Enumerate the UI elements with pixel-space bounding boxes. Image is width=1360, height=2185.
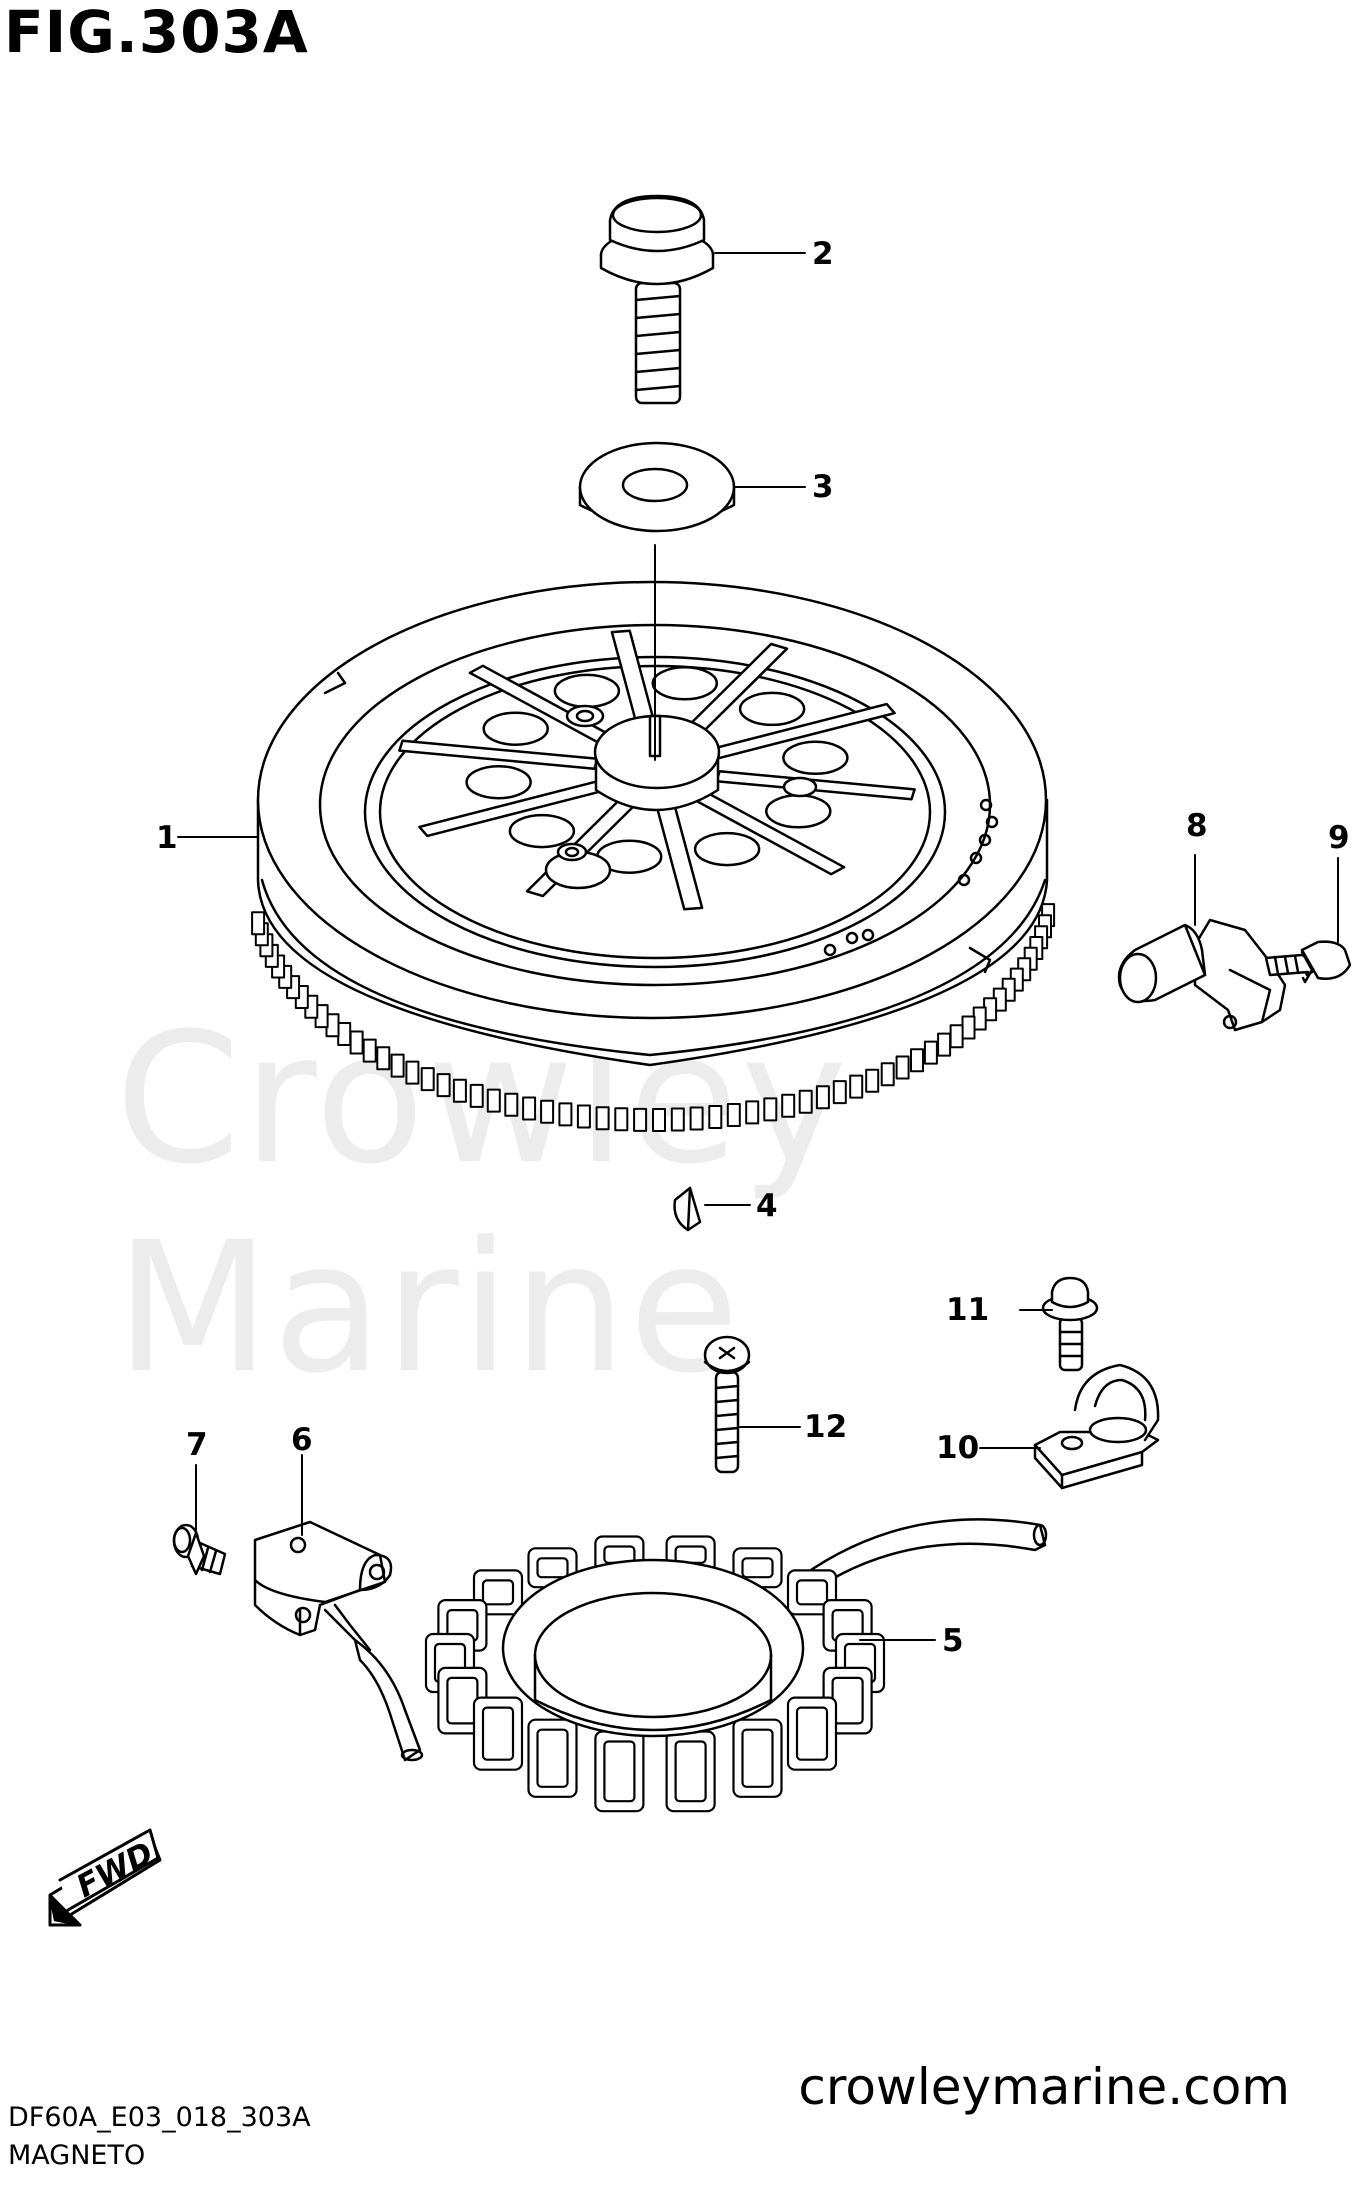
callout-8: 8 — [1186, 808, 1208, 844]
part-sensor[interactable] — [1117, 918, 1287, 1032]
fwd-label: FWD — [71, 1835, 160, 1905]
callout-1: 1 — [156, 820, 178, 856]
part-clamp-bolt[interactable] — [1041, 1276, 1099, 1372]
callout-3: 3 — [812, 469, 834, 505]
callout-7: 7 — [186, 1427, 208, 1463]
callout-6: 6 — [291, 1422, 313, 1458]
part-cable-clamp[interactable] — [1033, 1363, 1160, 1490]
callout-9: 9 — [1328, 820, 1350, 856]
leader-lines — [177, 252, 1339, 1641]
part-washer[interactable] — [578, 441, 736, 533]
website-link[interactable]: crowleymarine.com — [798, 2058, 1290, 2116]
part-key[interactable] — [673, 1186, 702, 1232]
part-flywheel[interactable] — [251, 580, 1056, 1132]
part-pulser-coil[interactable] — [253, 1520, 424, 1762]
part-screw[interactable] — [703, 1335, 751, 1474]
callouts: 2 3 1 4 8 9 11 10 12 6 7 5 — [156, 236, 1350, 1659]
diagram-code: DF60A_E03_018_303A — [8, 2102, 311, 2133]
part-pulser-screw[interactable] — [172, 1523, 227, 1576]
callout-12: 12 — [804, 1409, 847, 1445]
part-stator[interactable] — [424, 1518, 1048, 1813]
callout-5: 5 — [942, 1623, 964, 1659]
callout-11: 11 — [946, 1292, 989, 1328]
part-small-bolt[interactable] — [1264, 940, 1352, 984]
section-name: MAGNETO — [8, 2140, 146, 2171]
callout-4: 4 — [756, 1188, 778, 1224]
callout-2: 2 — [812, 236, 834, 272]
callout-10: 10 — [936, 1430, 979, 1466]
figure-title: FIG.303A — [4, 0, 309, 66]
part-flange-bolt[interactable] — [599, 194, 715, 405]
fwd-arrow: FWD — [48, 1828, 162, 1927]
